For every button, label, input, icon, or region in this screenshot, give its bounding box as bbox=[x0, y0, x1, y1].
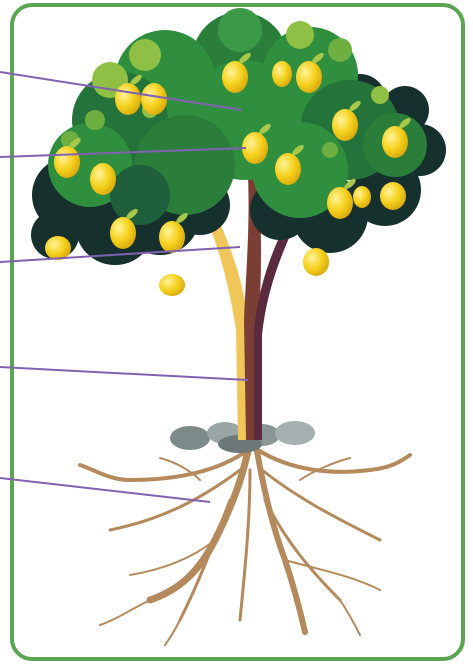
pointer-line-roots bbox=[0, 478, 210, 502]
pointer-line-trunk bbox=[0, 367, 248, 380]
roots bbox=[80, 440, 410, 645]
